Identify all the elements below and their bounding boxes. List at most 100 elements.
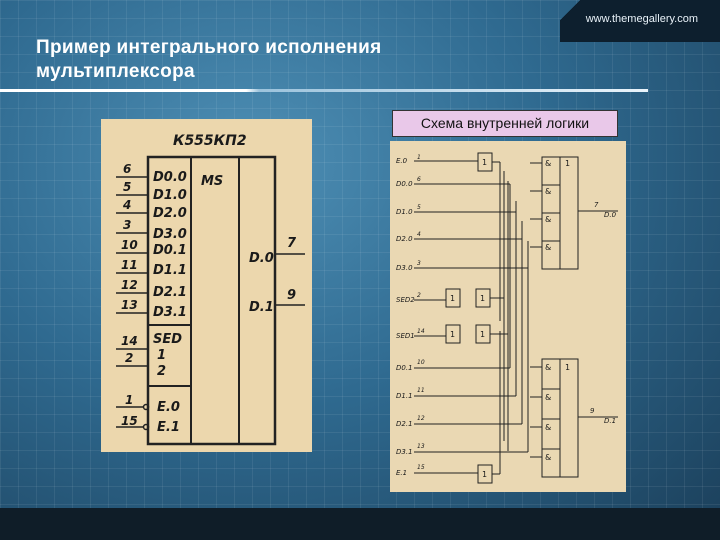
footer-bar [0, 508, 720, 540]
chip-output-label: D.1 [249, 300, 274, 315]
logic-input-label: D1.1 [396, 392, 413, 400]
gate-label: 1 [450, 330, 455, 339]
gate-label: & [545, 453, 551, 462]
logic-input-label: SED2 [396, 296, 415, 304]
chip-name: К555КП2 [173, 133, 247, 149]
chip-input-label: D0.0 [153, 170, 187, 185]
logic-diagram-image: E.0 D0.0 D1.0 D2.0 D3.0 SED2 SED1 D0.1 D… [390, 141, 626, 492]
logic-input-label: E.1 [396, 469, 407, 477]
chip-input-label: D2.0 [153, 206, 187, 221]
chip-input-pins: 6 5 4 3 10 11 12 13 14 2 1 15 [121, 162, 138, 428]
logic-input-label: D3.0 [396, 264, 413, 272]
header-corner-bar [560, 0, 720, 42]
logic-input-label: D2.1 [396, 420, 413, 428]
logic-pin-number: 15 [417, 464, 425, 471]
gate-label: & [545, 187, 551, 196]
gate-label: 1 [565, 159, 570, 168]
logic-diagram-svg: E.0 D0.0 D1.0 D2.0 D3.0 SED2 SED1 D0.1 D… [396, 152, 618, 484]
chip-body [146, 155, 277, 446]
slide-title-line-2: мультиплексора [36, 61, 195, 82]
gate-label: 1 [450, 294, 455, 303]
chip-pin-number: 6 [123, 162, 131, 176]
chip-input-label: D2.1 [153, 285, 187, 300]
logic-and-gates-bottom [530, 358, 618, 478]
chip-pin-number: 11 [121, 258, 138, 272]
gate-label: 1 [565, 363, 570, 372]
chip-input-label: D3.1 [153, 305, 187, 320]
logic-not-gates [445, 152, 493, 484]
chip-output-pin: 9 [287, 288, 296, 303]
gate-label: 1 [482, 158, 487, 167]
chip-input-label: 2 [157, 364, 166, 379]
logic-and-gates-top [530, 156, 618, 270]
chip-output-pin: 7 [287, 236, 297, 251]
logic-input-label: D1.0 [396, 208, 413, 216]
logic-output-label: D.1 [604, 417, 616, 425]
website-label[interactable]: www.themegallery.com [585, 13, 698, 25]
chip-input-label: D3.0 [153, 227, 187, 242]
logic-caption: Схема внутренней логики [392, 110, 618, 137]
chip-pin-number: 3 [123, 218, 131, 232]
chip-input-label: D0.1 [153, 243, 187, 258]
chip-symbol-svg: К555КП2 MS D0.0 D1.0 D2.0 D3.0 D0.1 D1.1… [116, 133, 305, 446]
logic-pin-number: 11 [417, 387, 425, 394]
gate-label: & [545, 159, 551, 168]
logic-and-labels: & & & & 1 & & & & 1 [545, 159, 570, 462]
logic-pin-number: 5 [417, 204, 421, 211]
gate-label: & [545, 363, 551, 372]
chip-input-labels: D0.0 D1.0 D2.0 D3.0 D0.1 D1.1 D2.1 D3.1 … [153, 170, 187, 435]
gate-label: & [545, 423, 551, 432]
chip-pin-number: 2 [125, 351, 133, 365]
chip-pin-number: 4 [122, 198, 131, 212]
logic-bus-lines [490, 161, 529, 475]
logic-pin-number: 12 [417, 415, 425, 422]
logic-pin-number: 4 [417, 231, 421, 238]
gate-label: 1 [482, 470, 487, 479]
logic-pin-number: 14 [417, 328, 425, 335]
slide-title-line-1: Пример интегрального исполнения [36, 37, 382, 58]
gate-label: & [545, 393, 551, 402]
chip-pin-number: 15 [121, 414, 138, 428]
logic-input-label: D0.1 [396, 364, 413, 372]
logic-input-labels: E.0 D0.0 D1.0 D2.0 D3.0 SED2 SED1 D0.1 D… [396, 157, 415, 477]
chip-symbol-image: К555КП2 MS D0.0 D1.0 D2.0 D3.0 D0.1 D1.1… [101, 119, 312, 452]
chip-pin-number: 1 [125, 393, 133, 407]
logic-not-labels: 1 1 1 1 1 1 [450, 158, 487, 479]
chip-input-label: 1 [157, 348, 166, 363]
logic-input-wires [414, 160, 528, 474]
logic-output-label: D.0 [604, 211, 617, 219]
chip-pin-number: 5 [123, 180, 131, 194]
chip-input-label: E.1 [157, 420, 180, 435]
chip-output-label: D.0 [249, 251, 274, 266]
chip-input-label: E.0 [157, 400, 180, 415]
chip-ms-label: MS [201, 174, 223, 189]
logic-input-label: D3.1 [396, 448, 413, 456]
logic-outputs: 7 D.0 9 D.1 [590, 201, 617, 425]
logic-pin-number: 13 [417, 443, 425, 450]
logic-pin-number: 1 [417, 154, 421, 161]
logic-pin-numbers: 1 6 5 4 3 2 14 10 11 12 13 15 [417, 154, 425, 471]
gate-label: 1 [480, 294, 485, 303]
logic-output-pin: 9 [590, 407, 595, 415]
chip-input-lines [116, 176, 150, 431]
gate-label: & [545, 215, 551, 224]
logic-input-label: SED1 [396, 332, 415, 340]
chip-pin-number: 12 [121, 278, 138, 292]
gate-label: & [545, 243, 551, 252]
logic-input-label: D0.0 [396, 180, 413, 188]
chip-input-label: SED [153, 332, 182, 347]
chip-input-label: D1.1 [153, 263, 187, 278]
logic-input-label: E.0 [396, 157, 408, 165]
logic-pin-number: 3 [417, 260, 421, 267]
chip-outputs: D.0 D.1 7 9 [249, 236, 305, 315]
logic-pin-number: 2 [417, 292, 421, 299]
chip-input-label: D1.0 [153, 188, 187, 203]
slide-title: Пример интегрального исполнения мультипл… [36, 36, 496, 84]
chip-pin-number: 14 [121, 334, 138, 348]
chip-pin-number: 13 [121, 298, 138, 312]
chip-pin-number: 10 [121, 238, 138, 252]
logic-input-label: D2.0 [396, 235, 413, 243]
logic-output-pin: 7 [594, 201, 599, 209]
title-underline [0, 89, 648, 92]
